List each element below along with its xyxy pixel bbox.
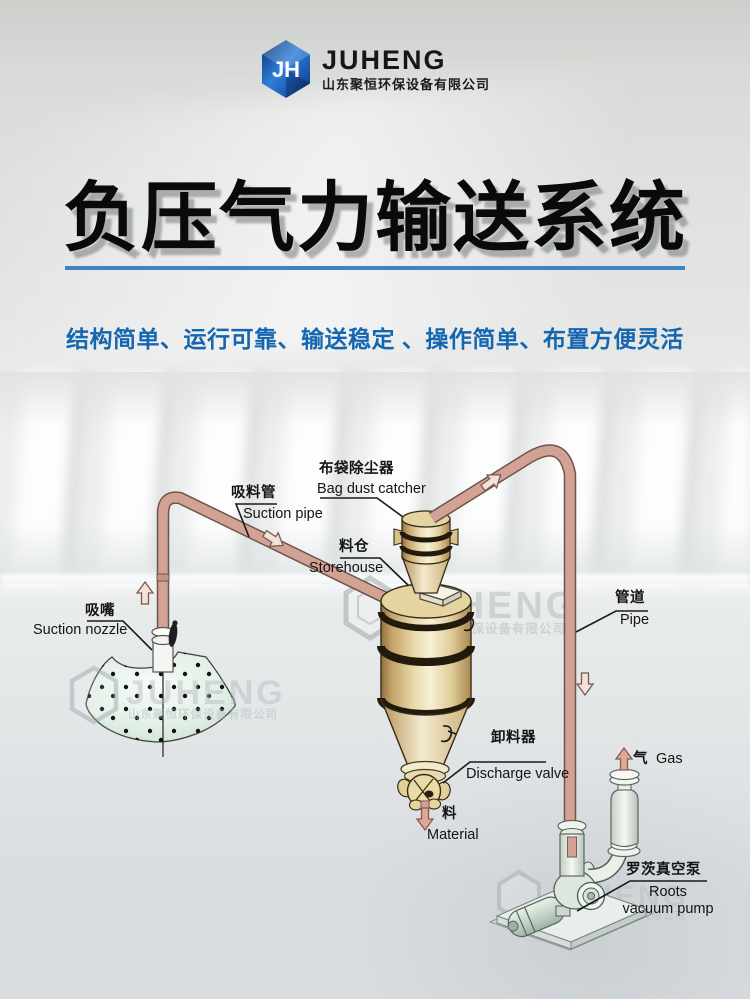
flow-arrows	[135, 474, 634, 832]
label-storehouse-cn: 料仓	[339, 539, 369, 555]
label-material-cn: 料	[442, 806, 457, 822]
title-divider	[65, 266, 685, 270]
discharge-valve	[397, 760, 451, 811]
page-title: 负压气力输送系统	[63, 176, 687, 261]
label-pointers	[87, 497, 707, 912]
label-roots-pump-cn: 罗茨真空泵	[626, 862, 701, 878]
label-discharge-valve-cn: 卸料器	[491, 730, 536, 746]
svg-text:JUHENG: JUHENG	[126, 674, 286, 712]
silo-hook	[463, 616, 475, 632]
company-name: 山东聚恒环保设备有限公司	[321, 77, 490, 92]
flow-arrow-up-icon	[135, 580, 155, 605]
logo-monogram: JH	[272, 57, 300, 82]
label-suction-pipe-en: Suction pipe	[243, 506, 323, 522]
gas-arrow-up-icon	[614, 746, 634, 771]
label-bag-dust-catcher-cn: 布袋除尘器	[319, 461, 394, 477]
roots-vacuum-pump	[488, 768, 654, 951]
label-pipe-cn: 管道	[615, 590, 645, 606]
material-pile	[85, 651, 236, 743]
background-curtain-fade	[0, 372, 750, 584]
suction-pipe	[156, 491, 395, 634]
label-gas-cn: 气	[633, 751, 648, 767]
flow-arrow-downright-icon	[261, 529, 284, 547]
page-subtitle: 结构简单、运行可靠、输送稳定 、操作简单、布置方便灵活	[66, 326, 684, 352]
label-gas-en: Gas	[656, 751, 683, 767]
background-corner-shade	[310, 739, 750, 999]
label-pipe-en: Pipe	[620, 612, 650, 628]
nozzle-clamp	[168, 623, 178, 647]
cone-hook	[440, 725, 457, 743]
header: JH JUHENG 山东聚恒环保设备有限公司	[0, 40, 750, 98]
label-suction-pipe-cn: 吸料管	[231, 485, 276, 501]
flow-arrow-upright-icon	[479, 474, 502, 492]
pipe-joint	[156, 573, 170, 582]
svg-text:山东聚恒环保设备有限公司: 山东聚恒环保设备有限公司	[128, 707, 278, 721]
watermark-left: JUHENG 山东聚恒环保设备有限公司	[69, 665, 286, 725]
material-arrow-down-icon	[415, 807, 435, 832]
label-storehouse-en: Storehouse	[309, 560, 384, 576]
storehouse-silo	[377, 583, 475, 773]
label-material-en: Material	[427, 827, 479, 843]
label-roots-pump-en: Roots vacuum pump	[622, 884, 714, 918]
label-suction-nozzle-en: Suction nozzle	[33, 622, 128, 638]
exhaust-silencer	[607, 768, 641, 858]
label-suction-nozzle-cn: 吸嘴	[85, 603, 115, 619]
inlet-coupling	[557, 819, 587, 877]
label-discharge-valve-en: Discharge valve	[466, 766, 570, 782]
suction-nozzle	[151, 620, 178, 757]
label-bag-dust-catcher-en: Bag dust catcher	[317, 481, 426, 497]
brand-name: JUHENG	[321, 45, 447, 75]
conveying-pipe	[428, 444, 577, 826]
logo-hexagon	[261, 40, 310, 98]
flow-arrow-down-icon	[575, 672, 595, 697]
juheng-logo-icon: JH	[261, 40, 310, 98]
